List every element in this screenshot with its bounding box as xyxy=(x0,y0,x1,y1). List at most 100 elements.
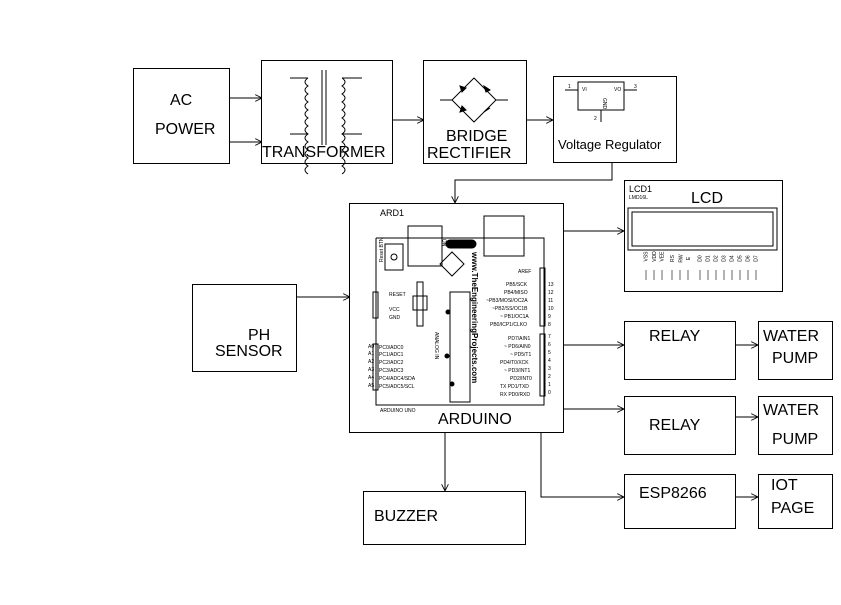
arduino-analog-pin-name: PC1/ADC1 xyxy=(379,352,404,358)
bridge-rectifier-symbol xyxy=(440,77,508,123)
lcd-pin-lines xyxy=(645,270,757,280)
arduino-digital-pin-name: ~ PD6/AIN0 xyxy=(504,344,531,350)
arduino-digital-pin-num: 11 xyxy=(548,298,554,304)
arduino-digital-pin-name: ~PB2/SS/OC1B xyxy=(492,306,528,312)
iot-page-label-line1: IOT xyxy=(771,477,798,494)
arduino-digital-pin-num: 1 xyxy=(548,382,551,388)
arduino-pin-reset: RESET xyxy=(389,292,406,298)
ac-power-block: AC POWER xyxy=(133,68,230,164)
arduino-digital-pin-num: 3 xyxy=(548,366,551,372)
regulator-pin3: 3 xyxy=(634,84,637,90)
arduino-label: ARDUINO xyxy=(438,411,512,428)
arduino-aref-label: AREF xyxy=(518,269,532,275)
esp8266-label: ESP8266 xyxy=(639,485,707,502)
lcd-pin-vee: VEE xyxy=(659,251,666,262)
regulator-pin2: 2 xyxy=(594,116,597,122)
arduino-digital-pin-num: 10 xyxy=(548,306,554,312)
arduino-digital-pin-num: 5 xyxy=(548,350,551,356)
arduino-pin-gnd: GND xyxy=(389,315,401,321)
arduino-analog-pin-name: PC3/ADC3 xyxy=(379,368,404,374)
arduino-digital-pin-name: PD7/AIN1 xyxy=(508,336,531,342)
water-pump-2-block: WATER PUMP xyxy=(758,396,833,455)
arduino-digital-pin-num: 0 xyxy=(548,390,551,396)
arduino-block: ARD1 ARDUINO ARDUINO UNO www.TheEngineer… xyxy=(349,203,564,433)
arduino-digital-pin-num: 13 xyxy=(548,282,554,288)
arduino-digital-pin-name: PB4/MISO xyxy=(504,290,528,296)
arduino-analog-pin: A1 xyxy=(368,351,375,357)
arduino-analog-pin: A3 xyxy=(368,367,375,373)
lcd-pin-vss: VSS xyxy=(643,251,650,262)
arduino-digital-pin-name: PB0/ICP1/CLKO xyxy=(490,322,527,328)
relay-2-label: RELAY xyxy=(649,417,701,434)
arduino-digital-pin-name: ~ PB1/OC1A xyxy=(500,314,529,320)
bridge-label-line1: BRIDGE xyxy=(446,128,508,145)
water-pump-2-label-line1: WATER xyxy=(763,402,819,419)
arduino-analog-pin: A2 xyxy=(368,359,375,365)
lcd-model: LMD16L xyxy=(629,195,648,201)
arduino-analog-pin: A5 xyxy=(368,383,375,389)
transformer-block: TRANSFORMER xyxy=(261,60,393,164)
arduino-analog-in-label: ANALOG IN xyxy=(433,332,439,360)
water-pump-2-label-line2: PUMP xyxy=(772,431,819,448)
arduino-digital-pin-num: 4 xyxy=(548,358,551,364)
lcd-pin-rs: RS xyxy=(669,255,676,262)
buzzer-block: BUZZER xyxy=(363,491,526,545)
arduino-analog-pin-name: PC4/ADC4/SDA xyxy=(379,376,416,382)
voltage-regulator-block: Voltage Regulator 1 VI VO 3 GND 2 xyxy=(553,76,677,163)
arduino-digital-pin-num: 7 xyxy=(548,334,551,340)
relay-1-label: RELAY xyxy=(649,328,701,345)
transformer-label: TRANSFORMER xyxy=(262,144,386,161)
regulator-pin-gnd: GND xyxy=(601,97,608,110)
regulator-label: Voltage Regulator xyxy=(558,137,662,152)
relay-2-block: RELAY xyxy=(624,396,736,455)
arduino-digital-pin-num: 2 xyxy=(548,374,551,380)
water-pump-1-block: WATER PUMP xyxy=(758,321,833,380)
lcd-symbol xyxy=(627,207,778,251)
arduino-board-symbol xyxy=(372,215,546,406)
arduino-ref: ARD1 xyxy=(380,208,405,218)
regulator-symbol xyxy=(565,81,637,122)
water-pump-1-label-line2: PUMP xyxy=(772,350,819,367)
arduino-on-label: ON xyxy=(440,238,447,247)
lcd-pin-d1: D1 xyxy=(705,255,712,262)
lcd-pin-d0: D0 xyxy=(697,255,704,262)
arduino-digital-pin-num: 9 xyxy=(548,314,551,320)
arduino-digital-pin-name: PD4/T0/XCK xyxy=(500,360,529,366)
regulator-pin-vo: VO xyxy=(614,87,622,93)
arduino-analog-pin-name: PC0/ADC0 xyxy=(379,345,404,351)
arduino-digital-pin-name: PD2/INT0 xyxy=(510,376,532,382)
arduino-digital-pin-name: PB5/SCK xyxy=(506,282,528,288)
regulator-pin-vi: VI xyxy=(582,87,587,93)
arduino-digital-pin-num: 6 xyxy=(548,342,551,348)
arduino-url: www.TheEngineeringProjects.com xyxy=(470,252,479,384)
lcd-label: LCD xyxy=(691,190,724,207)
relay-1-block: RELAY xyxy=(624,321,736,380)
bridge-rectifier-block: BRIDGE RECTIFIER xyxy=(423,60,527,164)
arduino-analog-pin-name: PC2/ADC2 xyxy=(379,360,404,366)
iot-page-label-line2: PAGE xyxy=(771,500,815,517)
arduino-digital-pin-num: 12 xyxy=(548,290,554,296)
arrow-regulator-arduino xyxy=(455,163,613,203)
lcd-pin-vdd: VDD xyxy=(651,251,658,262)
arduino-digital-pin-name: ~ PD3/INT1 xyxy=(504,368,531,374)
lcd-pin-d6: D6 xyxy=(745,255,752,262)
ph-sensor-label-line2: SENSOR xyxy=(215,343,283,360)
transformer-symbol xyxy=(290,70,362,175)
lcd-pin-d7: D7 xyxy=(753,255,760,262)
esp8266-block: ESP8266 xyxy=(624,474,736,529)
buzzer-label: BUZZER xyxy=(374,508,438,525)
arduino-analog-pin-name: PC5/ADC5/SCL xyxy=(379,384,415,390)
water-pump-1-label-line1: WATER xyxy=(763,328,819,345)
lcd-pin-d4: D4 xyxy=(729,255,736,262)
arduino-reset-btn-label: Reset BTN xyxy=(379,237,385,262)
arduino-analog-pin: A4 xyxy=(368,375,375,381)
lcd-block: LCD1 LMD16L LCD xyxy=(624,180,783,292)
arduino-digital-pin-name: ~PB3/MOSI/OC2A xyxy=(486,298,528,304)
arduino-board-name: ARDUINO UNO xyxy=(380,408,416,414)
ac-power-label-line1: AC xyxy=(170,92,193,109)
lcd-ref: LCD1 xyxy=(629,184,653,194)
ph-sensor-label-line1: PH xyxy=(248,327,271,344)
arduino-digital-pin-num: 8 xyxy=(548,322,551,328)
ph-sensor-block: PH SENSOR xyxy=(192,284,297,372)
